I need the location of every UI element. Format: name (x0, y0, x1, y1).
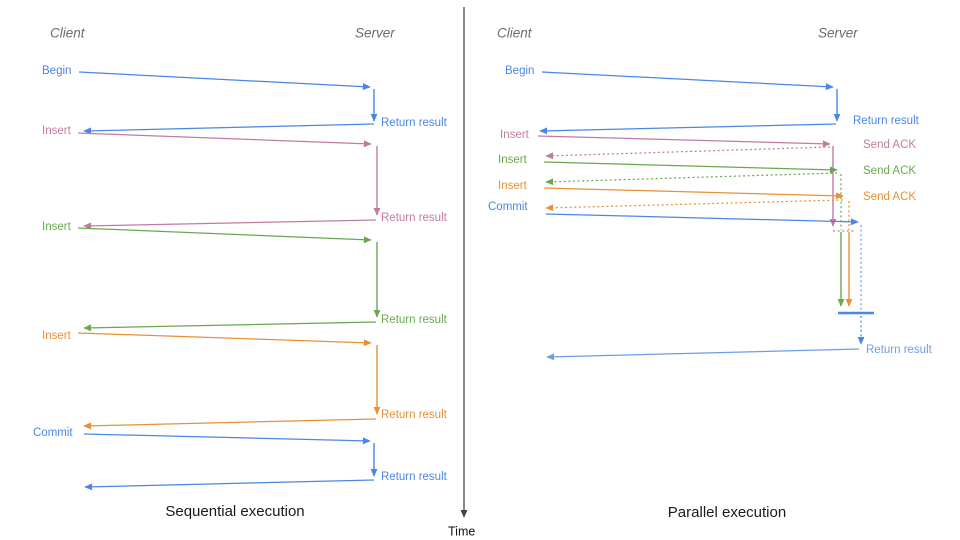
request-arrow (78, 71, 371, 91)
response-label: Return result (381, 409, 448, 421)
client-header: Client (50, 26, 86, 41)
request-arrow (543, 187, 844, 200)
ack-return-arrow (545, 172, 838, 186)
panel-parallel: Client Server Begin Return result Insert… (488, 26, 933, 521)
op-label: Insert (498, 180, 528, 192)
op-label: Insert (498, 154, 528, 166)
ack-label: Send ACK (863, 191, 916, 203)
ack-return-arrow (545, 199, 844, 212)
op-label: Insert (500, 129, 530, 141)
return-arrow (84, 479, 375, 491)
response-label: Return result (381, 471, 448, 483)
response-label: Return result (381, 314, 448, 326)
return-arrow (83, 123, 375, 135)
server-header: Server (818, 26, 858, 41)
response-label: Return result (381, 212, 448, 224)
par-op-insert-3: Insert Send ACK (498, 180, 916, 307)
time-axis-label: Time (448, 524, 475, 538)
op-label: Insert (42, 221, 72, 233)
op-label: Insert (42, 330, 72, 342)
ack-label: Send ACK (863, 165, 916, 177)
server-header: Server (355, 26, 395, 41)
op-label: Commit (488, 201, 528, 213)
ack-label: Send ACK (863, 139, 916, 151)
client-header: Client (497, 26, 533, 41)
request-arrow (77, 332, 372, 347)
request-arrow (543, 161, 838, 174)
time-axis: Time (448, 7, 475, 538)
request-arrow (545, 213, 859, 226)
seq-op-insert-1: Insert Return result (42, 125, 448, 230)
response-label: Return result (866, 344, 933, 356)
op-label: Begin (42, 65, 71, 77)
response-label: Return result (381, 117, 448, 129)
return-arrow (83, 418, 377, 430)
seq-op-begin: Begin Return result (42, 65, 448, 135)
panel-caption: Parallel execution (668, 504, 786, 521)
seq-op-insert-3: Insert Return result (42, 330, 448, 430)
request-arrow (537, 135, 831, 148)
par-op-insert-1: Insert Send ACK (500, 129, 916, 232)
seq-op-commit: Commit Return result (33, 427, 448, 491)
request-arrow (77, 132, 372, 148)
op-label: Insert (42, 125, 72, 137)
return-arrow (83, 219, 377, 230)
request-arrow (77, 227, 372, 244)
par-op-commit: Commit Return result (488, 201, 933, 361)
par-op-insert-2: Insert Send ACK (498, 154, 916, 307)
return-arrow (546, 348, 860, 361)
return-arrow (83, 321, 377, 332)
ack-return-arrow (545, 146, 831, 160)
par-op-begin: Begin Return result (505, 65, 920, 135)
op-label: Commit (33, 427, 73, 439)
request-arrow (541, 71, 834, 91)
seq-op-insert-2: Insert Return result (42, 221, 448, 332)
return-arrow (539, 123, 837, 135)
panel-sequential: Client Server Begin Return result Insert… (33, 26, 448, 520)
response-label: Return result (853, 115, 920, 127)
op-label: Begin (505, 65, 534, 77)
request-arrow (83, 433, 371, 445)
panel-caption: Sequential execution (165, 503, 304, 520)
